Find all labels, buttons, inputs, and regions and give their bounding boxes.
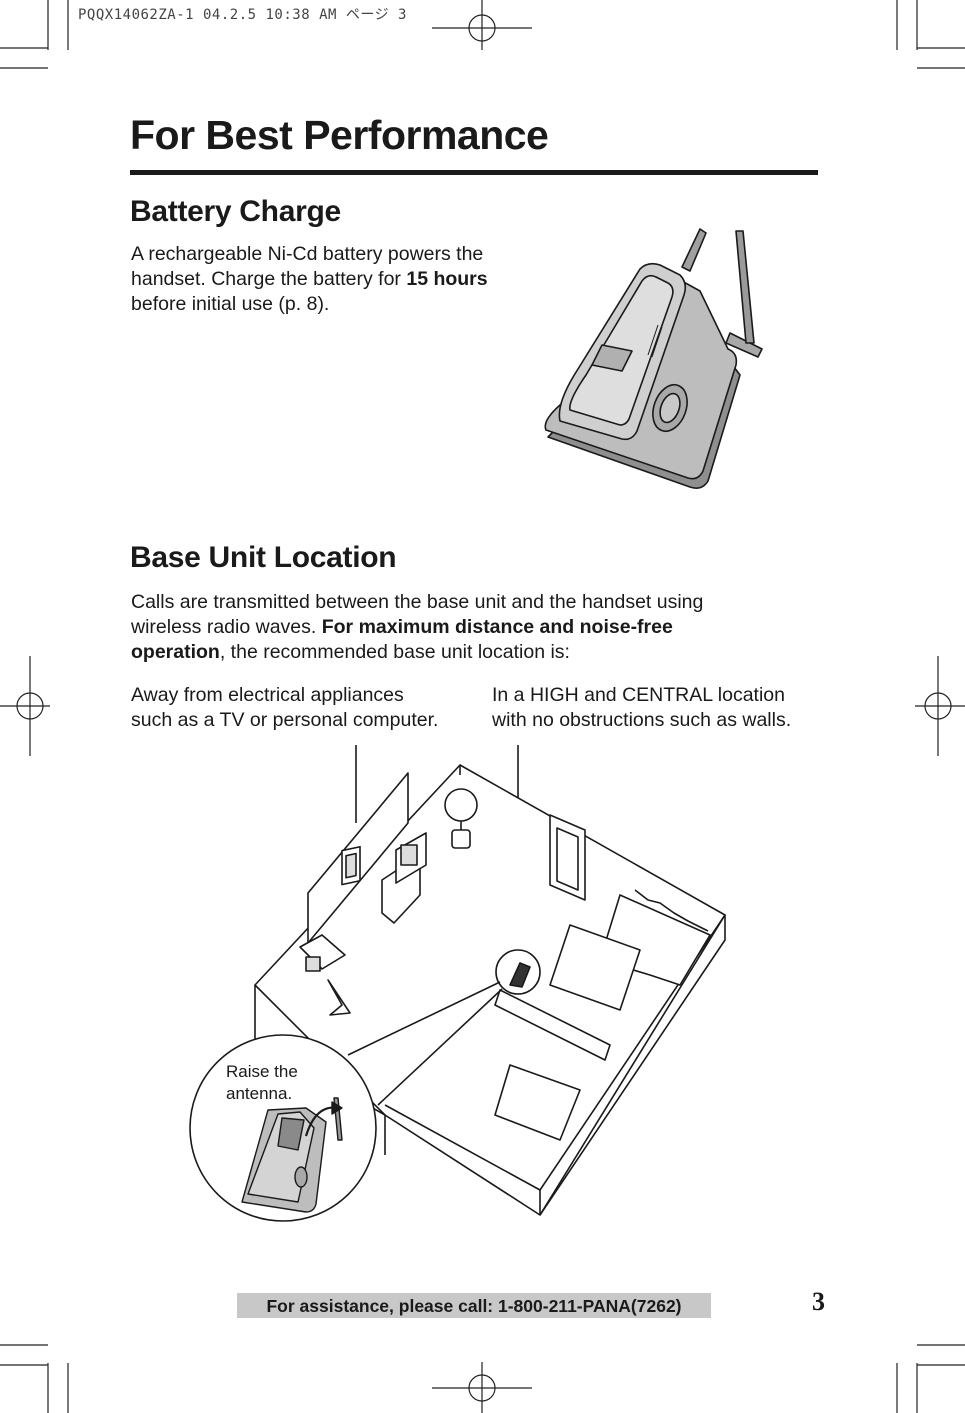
battery-line-3: before initial use (p. 8). [131,293,330,315]
battery-line-1: A rechargeable Ni-Cd battery powers the [131,243,484,265]
location-line-2-bold: For maximum distance and noise-free [321,616,673,638]
footer-bar [237,1293,711,1318]
high-central-location-note: In a HIGH and CENTRAL location with no o… [492,683,832,733]
battery-line-2: handset. Charge the battery for [131,268,407,290]
cordless-phone-illustration [544,228,763,489]
location-line-3: , the recommended base unit location is: [219,641,570,663]
page-number: 3 [812,1287,825,1316]
print-slug: PQQX14062ZA-1 04.2.5 10:38 AM ページ 3 [78,7,407,23]
location-line-1: Calls are transmitted between the base u… [131,591,704,613]
callout-label: Raise the antenna. [226,1061,298,1105]
callout-line-lower [377,988,503,1106]
title-rule [130,170,818,175]
left-note-line-2: such as a TV or personal computer. [131,709,439,731]
away-from-appliances-note: Away from electrical appliances such as … [131,683,481,733]
base-unit-location-text: Calls are transmitted between the base u… [131,590,831,665]
page-title: For Best Performance [130,112,549,158]
battery-charge-text: A rechargeable Ni-Cd battery powers the … [131,242,531,317]
right-note-line-1: In a HIGH and CENTRAL location [492,684,785,706]
charge-hours: 15 hours [406,268,488,290]
battery-charge-heading: Battery Charge [130,195,341,228]
callout-line-upper [347,981,501,1056]
assistance-phone-text: For assistance, please call: 1-800-211-P… [266,1296,682,1316]
base-unit-location-heading: Base Unit Location [130,541,397,574]
left-note-line-1: Away from electrical appliances [131,684,404,706]
location-line-3-bold: operation [131,641,220,663]
raise-antenna-callout [189,1034,377,1222]
callout-line-1: Raise the [226,1062,298,1081]
location-line-2: wireless radio waves. [131,616,322,638]
callout-line-2: antenna. [226,1084,293,1103]
right-note-line-2: with no obstructions such as walls. [492,709,792,731]
